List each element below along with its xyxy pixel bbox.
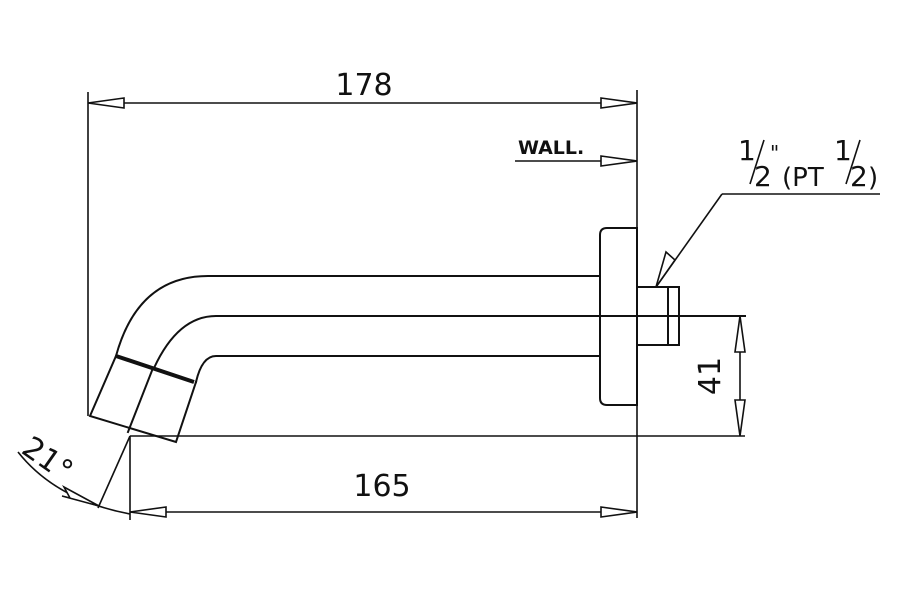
arrow-right-165 xyxy=(600,506,638,518)
thread-callout: 1 2 " (PT 1 2 ) xyxy=(655,134,880,288)
dimension-spout-length: 165 xyxy=(129,469,638,518)
spout-inner-contour xyxy=(194,355,601,384)
arrow-right-178 xyxy=(600,97,638,109)
spout-body xyxy=(88,275,746,444)
wall-callout: WALL. xyxy=(515,137,638,167)
arrow-bottom-41 xyxy=(734,399,746,437)
thread-inch-mark: " xyxy=(770,141,779,165)
thread-fraction-slash xyxy=(749,139,765,185)
dimension-height: 41 xyxy=(693,315,746,437)
arrow-top-41 xyxy=(734,315,746,353)
angle-arc xyxy=(17,451,131,515)
dim-label-angle: 21° xyxy=(15,430,79,489)
thread-pt-close: ) xyxy=(868,163,878,193)
dimension-angle: 21° xyxy=(15,430,131,515)
spout-centerline xyxy=(152,315,746,370)
thread-pt-denominator: 2 xyxy=(850,160,868,193)
dim-label-165: 165 xyxy=(353,469,410,504)
arrow-left-165 xyxy=(129,506,167,518)
nozzle-split-line xyxy=(126,366,155,434)
extension-lines xyxy=(87,90,745,520)
dimension-overall-length: 178 xyxy=(87,68,638,109)
nozzle-outline xyxy=(88,354,198,444)
arrow-thread xyxy=(655,250,677,288)
nozzle-ring xyxy=(115,354,195,384)
thread-denominator: 2 xyxy=(754,160,772,193)
arrow-wall xyxy=(600,155,638,167)
arrow-angle xyxy=(61,485,100,507)
spout-outer-contour xyxy=(114,275,601,358)
thread-numerator: 1 xyxy=(738,134,756,167)
wall-label: WALL. xyxy=(518,137,584,159)
thread-pt-numerator: 1 xyxy=(834,134,852,167)
thread-pt-open: (PT xyxy=(782,163,824,193)
thread-pt-fraction-slash xyxy=(845,139,861,185)
dim-label-178: 178 xyxy=(335,68,392,103)
arrow-left-178 xyxy=(87,97,125,109)
dim-label-41: 41 xyxy=(693,357,728,395)
angle-leg-line xyxy=(97,435,131,509)
